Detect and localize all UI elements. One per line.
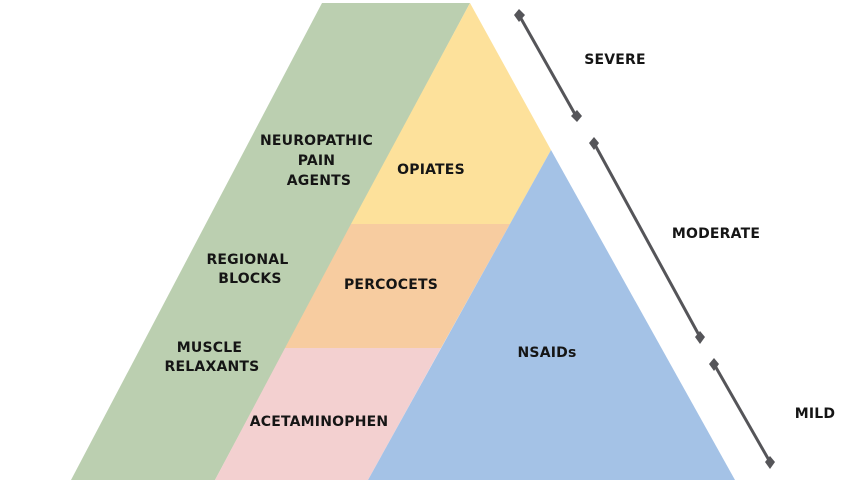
adjuvant-band [71, 3, 470, 480]
nsaids-label: NSAIDs [518, 345, 577, 361]
diamond-icon [709, 358, 719, 371]
nsaids-tier [368, 150, 735, 480]
adjuvant-label-regional-blocks: REGIONAL BLOCKS [206, 252, 293, 287]
adjuvant-label-muscle-relaxants: MUSCLE RELAXANTS [165, 340, 260, 375]
diamond-icon [571, 110, 582, 122]
acetaminophen-tier [215, 348, 441, 480]
severity-label-severe: SEVERE [584, 52, 646, 68]
severity-bracket-mild [709, 358, 775, 469]
diamond-icon [765, 456, 775, 469]
severity-label-mild: MILD [795, 406, 835, 422]
diamond-icon [514, 9, 525, 22]
opiates-tier [351, 3, 551, 224]
severity-label-moderate: MODERATE [672, 226, 760, 242]
adjuvant-label-neuropathic: NEUROPATHIC PAIN AGENTS [260, 133, 378, 189]
severity-bracket-severe [514, 9, 582, 122]
opiates-label: OPIATES [397, 162, 465, 178]
diamond-icon [589, 137, 599, 150]
diamond-icon [695, 331, 705, 344]
percocets-tier [285, 224, 510, 348]
percocets-label: PERCOCETS [344, 277, 438, 293]
acetaminophen-label: ACETAMINOPHEN [250, 414, 389, 430]
severity-bracket-moderate [589, 137, 705, 344]
